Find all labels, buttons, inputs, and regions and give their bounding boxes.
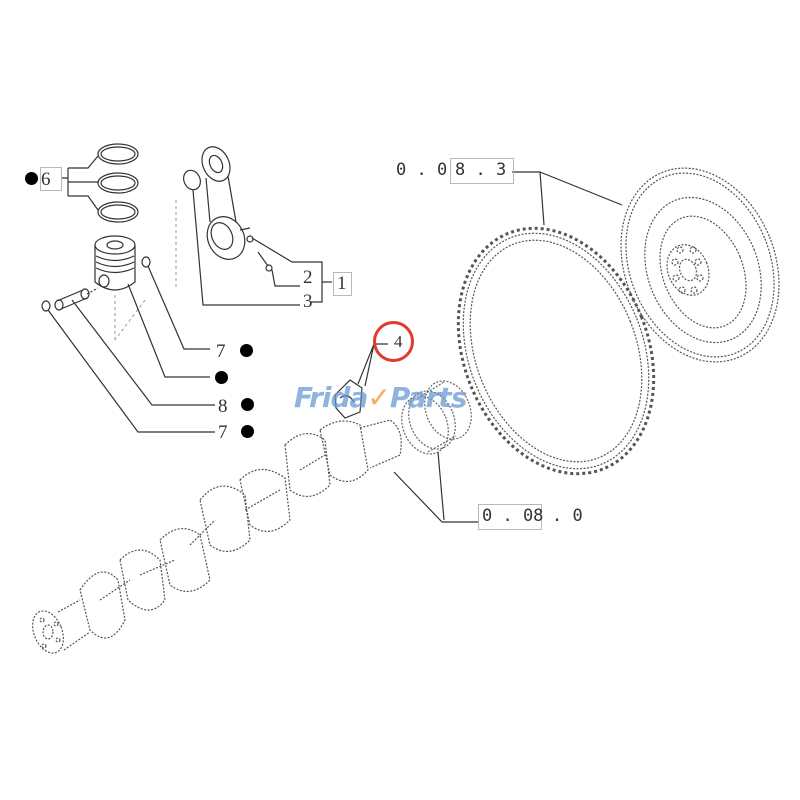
bushing-drawing: [183, 169, 201, 191]
callout-7-upper[interactable]: 7: [216, 341, 226, 362]
callout-1[interactable]: 1: [337, 273, 347, 294]
flywheel-drawing: [620, 167, 780, 363]
circlip-right-drawing: [141, 256, 151, 268]
watermark-text-right: Parts: [389, 381, 467, 414]
marker-dot-8: [241, 398, 254, 411]
reference-080-prefix[interactable]: 0 . 08: [482, 506, 544, 526]
callout-6[interactable]: 6: [41, 169, 51, 190]
ring-gear-drawing: [456, 226, 656, 476]
piston-rings-drawing: [97, 143, 139, 223]
reference-080-box: [478, 504, 542, 530]
checkmark-icon: ✓: [367, 381, 390, 414]
bearing-shell-drawing: [334, 379, 363, 419]
callout-box-6: [40, 167, 62, 191]
reference-083-suffix[interactable]: 8 . 3: [455, 160, 507, 180]
marker-dot-7-lower: [241, 425, 254, 438]
rod-bolt-drawing: [257, 251, 273, 272]
timing-gear-drawing: [401, 380, 472, 455]
callout-4[interactable]: 4: [394, 332, 403, 351]
callout-3[interactable]: 3: [303, 291, 313, 312]
reference-083-box: [450, 158, 514, 184]
connecting-rod-drawing: [201, 146, 254, 260]
callout-box-1: [333, 272, 352, 296]
callout-7-lower[interactable]: 7: [218, 422, 228, 443]
marker-dot-piston: [215, 371, 228, 384]
crankshaft-drawing: [32, 419, 402, 654]
callout-2[interactable]: 2: [303, 267, 313, 288]
watermark-logo: Frida✓Parts: [294, 381, 467, 414]
piston-pin-drawing: [54, 287, 99, 311]
highlight-circle: [373, 321, 414, 362]
circlip-left-drawing: [41, 300, 51, 312]
reference-083-prefix: 0 . 0: [396, 160, 448, 180]
marker-dot-6: [25, 172, 38, 185]
reference-080-suffix: . 0: [552, 506, 583, 526]
watermark-text-left: Frida: [294, 381, 368, 414]
piston-drawing: [94, 235, 136, 291]
callout-8[interactable]: 8: [218, 396, 228, 417]
marker-dot-7-upper: [240, 344, 253, 357]
